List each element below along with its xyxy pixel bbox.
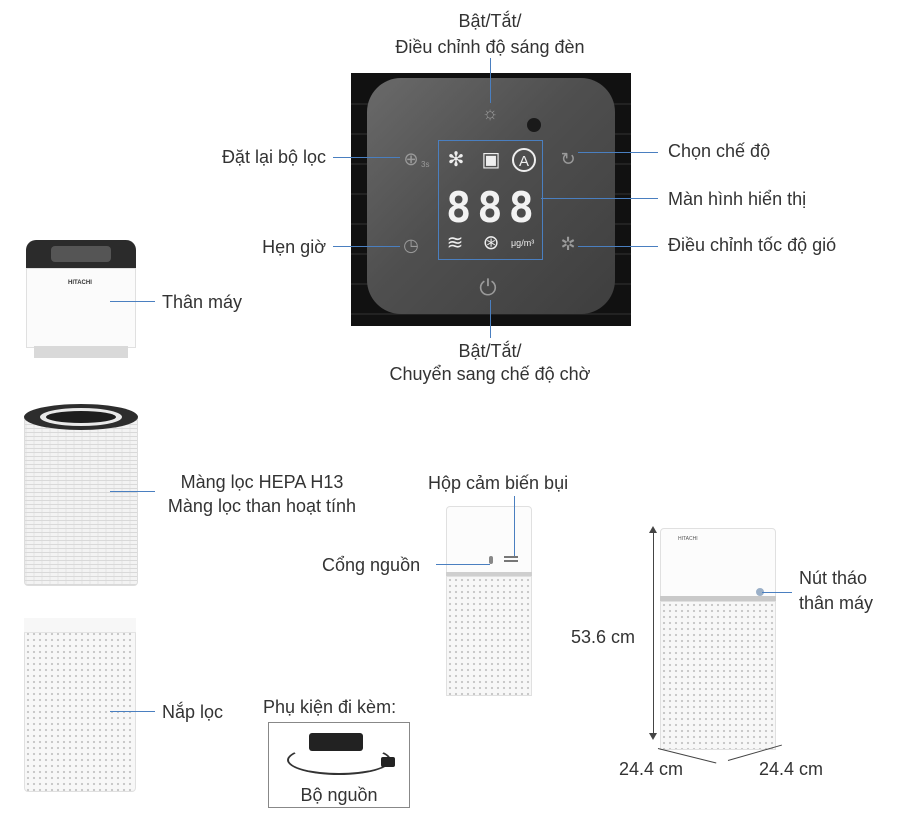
release-label-line2: thân máy (799, 593, 874, 613)
leader-line (578, 152, 658, 153)
leader-line (514, 496, 515, 556)
fan-speed-label: Điều chỉnh tốc độ gió (668, 235, 837, 255)
dimension-unit-image: HITACHI (660, 528, 776, 750)
body-label: Thân máy (162, 292, 243, 312)
body-unit-image: HITACHI (26, 240, 136, 358)
leader-line (110, 301, 155, 302)
leader-line (490, 300, 491, 338)
height-label: 53.6 cm (571, 627, 636, 647)
filter-image (24, 404, 138, 588)
accessories-title: Phụ kiện đi kèm: (263, 697, 397, 717)
brand-logo-small: HITACHI (678, 536, 698, 542)
arrow-down-icon (649, 733, 657, 740)
leader-line (333, 246, 400, 247)
light-label-line2: Điều chỉnh độ sáng đèn (395, 37, 585, 57)
cable-image (287, 745, 391, 775)
filter-reset-icon[interactable]: ⊕ (403, 149, 419, 169)
sensor-dot-icon (527, 118, 541, 132)
timer-label: Hẹn giờ (262, 237, 326, 257)
light-label-line1: Bật/Tắt/ (458, 11, 522, 31)
unit-label: μg/m³ (511, 238, 535, 248)
timer-icon[interactable]: ◷ (403, 235, 419, 255)
filter-reset-duration: 3s (421, 160, 430, 169)
leader-line (110, 491, 155, 492)
power-supply-label: Bộ nguồn (300, 785, 378, 805)
release-button[interactable] (756, 588, 764, 596)
fan-icon: ✻ (447, 149, 465, 171)
wifi-icon: ≋ (446, 232, 464, 254)
leader-line (762, 592, 792, 593)
arrow-up-icon (649, 526, 657, 533)
brand-logo: HITACHI (68, 280, 92, 286)
leader-line (333, 157, 400, 158)
power-port (489, 556, 493, 564)
filter-label-line2: Màng lọc than hoạt tính (167, 496, 357, 516)
power-label-line2: Chuyển sang chế độ chờ (389, 364, 591, 384)
leader-line (490, 58, 491, 103)
leader-line (436, 564, 490, 565)
display-digits: 888 (446, 183, 540, 232)
leader-line (578, 246, 658, 247)
pm-icon: ⊛ (482, 232, 500, 254)
power-icon[interactable]: ⏻ (479, 275, 497, 300)
depth-label: 24.4 cm (759, 759, 824, 779)
filter-cover-image (24, 618, 136, 792)
display-label: Màn hình hiển thị (668, 189, 807, 209)
auto-mode-icon: A (512, 148, 536, 172)
sensor-box-slot (504, 556, 518, 558)
power-supply-box: Bộ nguồn (268, 722, 410, 808)
power-label-line1: Bật/Tắt/ (458, 341, 522, 361)
control-panel (367, 78, 615, 314)
release-label-line1: Nút tháo (799, 568, 868, 588)
power-port-label: Cổng nguồn (322, 555, 421, 575)
mode-label: Chọn chế độ (668, 141, 771, 161)
cover-label: Nắp lọc (162, 702, 224, 722)
reset-filter-label: Đặt lại bộ lọc (221, 147, 326, 167)
width-label: 24.4 cm (619, 759, 684, 779)
leader-line (541, 198, 658, 199)
filter-label-line1: Màng lọc HEPA H13 (180, 472, 344, 492)
fan-speed-icon[interactable]: ✲ (560, 234, 576, 254)
display-box (438, 140, 543, 260)
sensor-box-label: Hộp cảm biến bụi (428, 473, 569, 493)
filter-icon: ▣ (481, 149, 501, 171)
mode-cycle-icon[interactable]: ↻ (560, 149, 576, 169)
leader-line (110, 711, 155, 712)
height-dimension-line (653, 530, 654, 735)
side-view-unit-image (446, 506, 532, 696)
light-icon[interactable]: ☼ (481, 103, 499, 123)
